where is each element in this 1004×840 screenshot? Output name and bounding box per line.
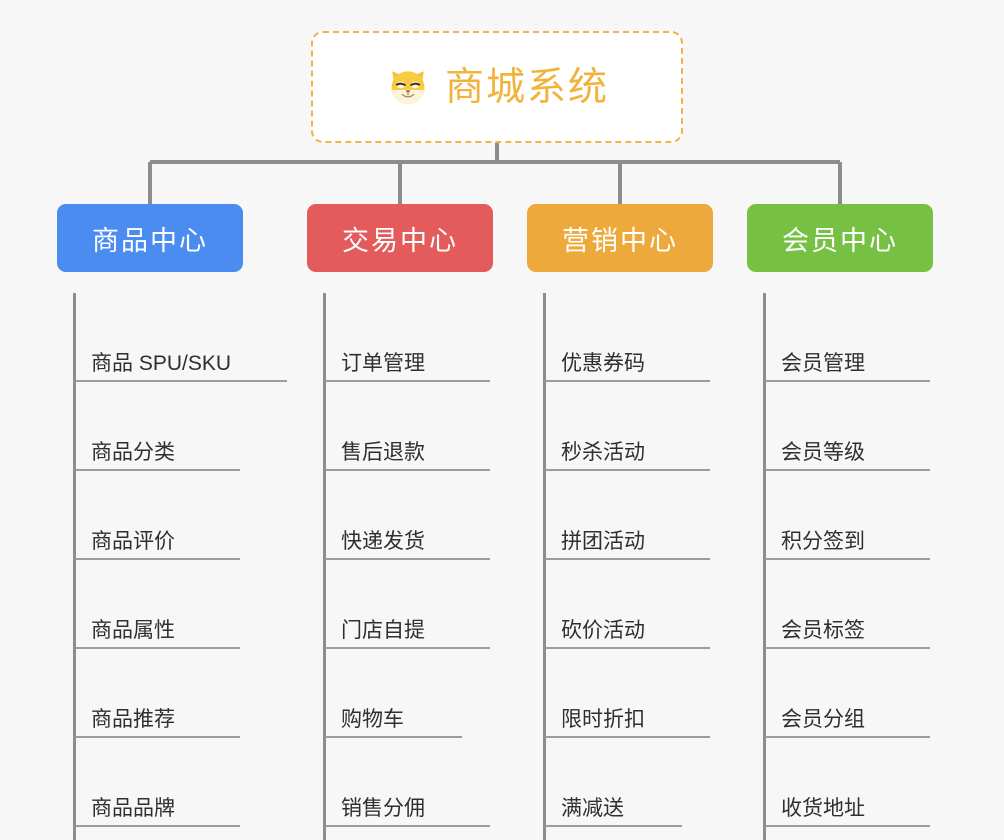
leaf-label: 限时折扣	[561, 707, 645, 731]
branch-spine	[323, 293, 326, 840]
list-item[interactable]: 收货地址	[765, 738, 930, 827]
branch-header-trade-center[interactable]: 交易中心	[307, 204, 493, 272]
branch-marketing-center: 营销中心 优惠券码 秒杀活动 拼团活动 砍价活动 限时折扣	[527, 204, 717, 840]
branch-header-member-center[interactable]: 会员中心	[747, 204, 933, 272]
list-item[interactable]: 优惠券码	[545, 293, 710, 382]
list-item[interactable]: 门店自提	[325, 560, 490, 649]
leaf-label: 会员分组	[781, 707, 865, 731]
list-item[interactable]: 会员管理	[765, 293, 930, 382]
leaf-underline	[75, 469, 240, 471]
list-item[interactable]: 会员等级	[765, 382, 930, 471]
leaf-underline	[765, 825, 930, 827]
leaf-underline	[765, 558, 930, 560]
list-item[interactable]: 商品 SPU/SKU	[75, 293, 287, 382]
branch-member-center: 会员中心 会员管理 会员等级 积分签到 会员标签 会员分组	[747, 204, 937, 840]
leaf-underline	[545, 380, 710, 382]
list-item[interactable]: 销售分佣	[325, 738, 490, 827]
leaf-underline	[545, 558, 710, 560]
leaf-label: 会员管理	[781, 351, 865, 375]
branch-spine	[543, 293, 546, 840]
leaf-underline	[75, 558, 240, 560]
leaf-label: 快递发货	[341, 529, 425, 553]
leaf-list-member-center: 会员管理 会员等级 积分签到 会员标签 会员分组 收货地址	[747, 293, 937, 840]
leaf-label: 门店自提	[341, 618, 425, 642]
leaf-label: 订单管理	[341, 351, 425, 375]
leaf-underline	[765, 647, 930, 649]
leaf-label: 会员标签	[781, 618, 865, 642]
leaf-list-product-center: 商品 SPU/SKU 商品分类 商品评价 商品属性 商品推荐 商品品牌	[57, 293, 287, 840]
leaf-underline	[545, 825, 682, 827]
leaf-label: 商品推荐	[91, 707, 175, 731]
leaf-underline	[75, 647, 240, 649]
branch-spine	[763, 293, 766, 840]
leaf-underline	[325, 469, 490, 471]
list-item[interactable]: 满减送	[545, 738, 682, 827]
list-item[interactable]: 商品评价	[75, 471, 240, 560]
leaf-label: 收货地址	[781, 796, 865, 820]
leaf-underline	[325, 736, 462, 738]
branch-spine	[73, 293, 76, 840]
leaf-underline	[765, 469, 930, 471]
leaf-label: 商品品牌	[91, 796, 175, 820]
leaf-label: 销售分佣	[341, 796, 425, 820]
root-title: 商城系统	[444, 65, 609, 109]
list-item[interactable]: 快递发货	[325, 471, 490, 560]
root-node[interactable]: 商城系统	[311, 31, 683, 143]
branch-header-label: 营销中心	[562, 225, 678, 256]
list-item[interactable]: 商品属性	[75, 560, 240, 649]
list-item[interactable]: 商品分类	[75, 382, 240, 471]
list-item[interactable]: 积分签到	[765, 471, 930, 560]
shiba-dog-face-icon	[391, 71, 425, 105]
leaf-label: 会员等级	[781, 440, 865, 464]
leaf-label: 秒杀活动	[561, 440, 645, 464]
leaf-underline	[325, 825, 490, 827]
leaf-underline	[545, 647, 710, 649]
leaf-underline	[765, 736, 930, 738]
branch-header-label: 交易中心	[342, 225, 458, 256]
list-item[interactable]: 砍价活动	[545, 560, 710, 649]
branch-header-label: 商品中心	[92, 225, 208, 256]
leaf-label: 售后退款	[341, 440, 425, 464]
list-item[interactable]: 商品推荐	[75, 649, 240, 738]
branch-header-product-center[interactable]: 商品中心	[57, 204, 243, 272]
leaf-label: 商品 SPU/SKU	[91, 351, 232, 375]
leaf-underline	[765, 380, 930, 382]
leaf-underline	[325, 380, 490, 382]
leaf-underline	[325, 647, 490, 649]
branch-header-label: 会员中心	[782, 225, 898, 256]
leaf-underline	[545, 736, 710, 738]
leaf-underline	[75, 380, 287, 382]
list-item[interactable]: 会员标签	[765, 560, 930, 649]
leaf-underline	[325, 558, 490, 560]
list-item[interactable]: 拼团活动	[545, 471, 710, 560]
branch-trade-center: 交易中心 订单管理 售后退款 快递发货 门店自提 购物车	[307, 204, 497, 840]
leaf-label: 优惠券码	[561, 351, 645, 375]
list-item[interactable]: 订单管理	[325, 293, 490, 382]
list-item[interactable]: 售后退款	[325, 382, 490, 471]
leaf-label: 商品评价	[91, 529, 175, 553]
list-item[interactable]: 秒杀活动	[545, 382, 710, 471]
list-item[interactable]: 购物车	[325, 649, 462, 738]
leaf-label: 商品属性	[91, 618, 175, 642]
branch-header-marketing-center[interactable]: 营销中心	[527, 204, 713, 272]
leaf-label: 购物车	[341, 707, 404, 731]
leaf-label: 砍价活动	[561, 618, 645, 642]
list-item[interactable]: 限时折扣	[545, 649, 710, 738]
leaf-list-marketing-center: 优惠券码 秒杀活动 拼团活动 砍价活动 限时折扣 满减送	[527, 293, 717, 840]
leaf-label: 拼团活动	[561, 529, 645, 553]
leaf-underline	[545, 469, 710, 471]
leaf-list-trade-center: 订单管理 售后退款 快递发货 门店自提 购物车 销售分佣	[307, 293, 497, 840]
leaf-label: 积分签到	[781, 529, 865, 553]
branch-product-center: 商品中心 商品 SPU/SKU 商品分类 商品评价 商品属性 商品推荐	[57, 204, 287, 840]
leaf-label: 商品分类	[91, 440, 175, 464]
leaf-underline	[75, 825, 240, 827]
leaf-underline	[75, 736, 240, 738]
list-item[interactable]: 会员分组	[765, 649, 930, 738]
leaf-label: 满减送	[561, 796, 624, 820]
list-item[interactable]: 商品品牌	[75, 738, 240, 827]
